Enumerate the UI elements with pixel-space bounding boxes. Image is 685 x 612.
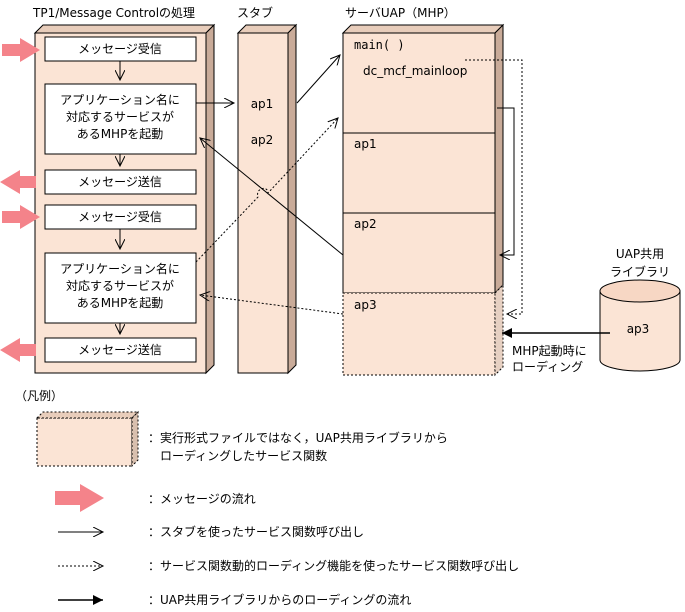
- receive-step-1-label: メッセージ受信: [78, 42, 162, 56]
- legend-title: （凡例）: [15, 389, 63, 403]
- library-ap3: ap3: [627, 322, 650, 336]
- send-step-2: [44, 337, 197, 363]
- legend-box-desc-line-2: ローディングしたサービス関数: [160, 448, 327, 463]
- start-step-2-line-2: 対応するサービスが: [66, 278, 174, 293]
- library-title-line-1: UAP共用: [616, 247, 664, 261]
- legend-stub-call: ：スタブを使ったサービス関数呼び出し: [148, 524, 364, 539]
- uap-main: main( ): [354, 38, 405, 52]
- message-in-arrow-2: [2, 205, 40, 229]
- uap-column: [341, 23, 505, 377]
- receive-step-2-label: メッセージ受信: [78, 210, 162, 224]
- stub-header: スタブ: [237, 5, 273, 20]
- uap-ap1: ap1: [354, 137, 377, 151]
- start-mhp-step-2: [44, 252, 197, 324]
- stub-ap1: ap1: [251, 97, 274, 111]
- start-step-2-line-3: あるMHPを起動: [77, 296, 164, 310]
- uap-ap2: ap2: [354, 217, 377, 231]
- start-step-1-line-3: あるMHPを起動: [77, 127, 164, 141]
- stub-ap2: ap2: [251, 133, 274, 147]
- message-out-arrow-2: [0, 338, 36, 362]
- legend-library-flow: ：UAP共用ライブラリからのローディングの流れ: [148, 592, 411, 607]
- dynamic-call-arrows: [195, 118, 344, 315]
- library-title-line-2: ライブラリ: [610, 264, 670, 279]
- tp1-header: TP1/Message Controlの処理: [32, 6, 195, 20]
- uap-mainloop: dc_mcf_mainloop: [363, 64, 467, 78]
- message-flow-arrows: [0, 38, 40, 362]
- legend-box-sample: [35, 410, 140, 468]
- send-step-2-label: メッセージ送信: [78, 342, 162, 357]
- start-mhp-step-1: [44, 83, 197, 155]
- start-step-2-line-1: アプリケーション名に: [60, 261, 180, 276]
- send-step-1-label: メッセージ送信: [78, 174, 162, 189]
- legend-message-arrow: [55, 484, 104, 512]
- library-cylinder: [599, 279, 681, 372]
- uap-ap3: ap3: [354, 298, 377, 312]
- receive-step-2: [44, 204, 197, 230]
- uap-header: サーバUAP（MHP）: [345, 6, 456, 20]
- uap-ap3-region: [342, 292, 496, 376]
- load-note-line-2: ローディング: [512, 359, 583, 374]
- stub-call-arrows: [196, 55, 344, 256]
- load-note-line-1: MHP起動時に: [512, 344, 587, 358]
- start-step-1-line-1: アプリケーション名に: [60, 92, 180, 107]
- legend-box-desc-line-1: ：実行形式ファイルではなく，UAP共用ライブラリから: [148, 430, 448, 445]
- message-out-arrow-1: [0, 170, 36, 194]
- message-in-arrow-1: [2, 38, 40, 62]
- start-step-1-line-2: 対応するサービスが: [66, 109, 174, 124]
- mainloop-dispatch: [465, 59, 523, 314]
- stub-column: [236, 23, 298, 375]
- legend-message-flow: ：メッセージの流れ: [148, 492, 256, 506]
- send-step-1: [44, 169, 197, 195]
- legend-dynamic-call: ：サービス関数動的ローディング機能を使ったサービス関数呼び出し: [148, 558, 519, 573]
